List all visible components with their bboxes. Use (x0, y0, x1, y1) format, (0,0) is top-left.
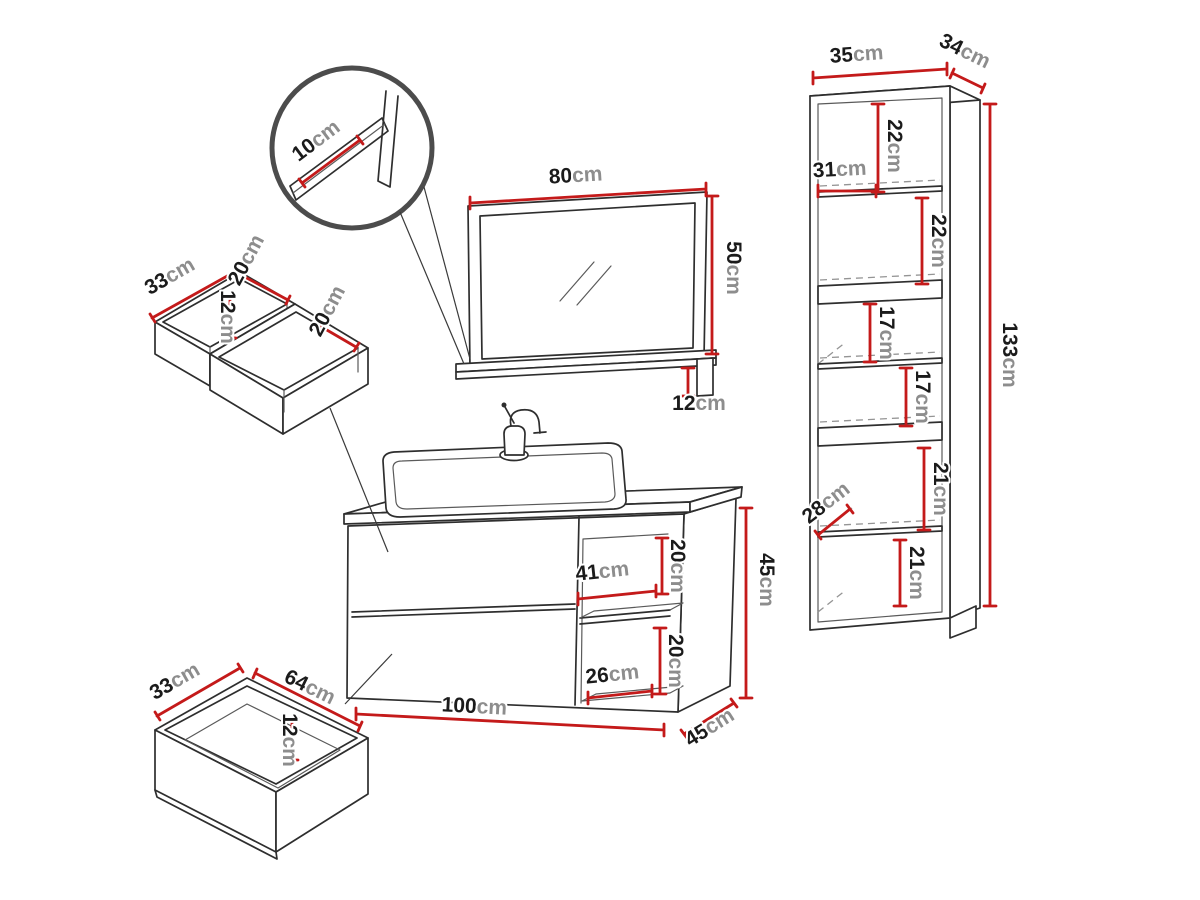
column-inner-frame (817, 97, 943, 623)
mirror (455, 191, 717, 397)
drawer-side-panel (275, 737, 369, 853)
drawer-height-label: 12cm (278, 713, 301, 767)
faucet-body (503, 425, 526, 456)
organizer-width-label: 20cm (304, 282, 350, 340)
mirror-shelf-detail (269, 65, 435, 231)
vanity-niche-frame (580, 533, 669, 704)
mirror-shelf-bracket (696, 357, 714, 397)
column-niche2-height-label: 22cm (927, 214, 950, 268)
column-niche4-height-label: 17cm (911, 370, 934, 424)
dim-line-column-133 (982, 102, 998, 608)
drawer (154, 677, 369, 860)
organizer-section-width-label: 20cm (223, 231, 269, 289)
dim-line-vanity-26 (586, 683, 654, 706)
drawer-organizer (154, 271, 369, 435)
column-height-label: 133cm (998, 322, 1021, 387)
column-depth-label: 34cm (936, 29, 994, 73)
column-base-foot (949, 605, 977, 639)
column-niche1-height-label: 22cm (883, 119, 906, 173)
dim-line-organizer-12 (222, 294, 238, 340)
vanity-niche-bottom-height-label: 20cm (664, 634, 687, 688)
dimension-lines (148, 61, 998, 762)
column-shelf-2 (817, 357, 943, 370)
vanity-height-label: 45cm (755, 553, 778, 607)
dim-line-column-21a (916, 446, 932, 532)
column-front-face (809, 85, 951, 631)
dim-line-column-21b (892, 538, 908, 608)
column-niche6-height-label: 21cm (905, 546, 928, 600)
dim-line-column-22b (914, 196, 930, 286)
dim-line-vanity-45h (738, 506, 754, 700)
dim-line-organizer-33 (148, 264, 243, 324)
column-band-1 (817, 279, 943, 305)
dim-line-vanity-100 (354, 706, 666, 738)
drawer-front-lip (154, 789, 278, 860)
column-inner-width-label: 31cm (812, 157, 867, 183)
mirror-width-label: 80cm (548, 162, 603, 188)
vanity-niche-top-height-label: 20cm (666, 539, 689, 593)
sink-basin-outer (382, 442, 627, 518)
drawer-inner-rim (164, 685, 358, 785)
column-side-face (949, 85, 981, 619)
dim-line-column-35 (811, 61, 949, 86)
drawer-leader (344, 653, 393, 705)
detail-leader-2 (423, 186, 471, 360)
organizer-length-label: 33cm (141, 253, 199, 300)
mirror-height-label: 50cm (722, 241, 745, 295)
column-band-2 (817, 421, 943, 447)
detail-shelf-slab (289, 117, 389, 201)
tall-cabinet (809, 85, 981, 639)
detail-shelf-inner-line (292, 123, 386, 194)
column-niche5-height-label: 21cm (929, 462, 952, 516)
dim-line-mirror-12 (680, 366, 696, 398)
vanity-cabinet (343, 402, 743, 713)
mirror-shelf-edge (455, 357, 717, 380)
dim-line-organizer-20a (239, 270, 292, 306)
dim-line-column-28 (813, 503, 855, 541)
vanity-niche-shelf (579, 609, 671, 625)
organizer-large-inner-corners (283, 347, 359, 413)
organizer-leader (329, 407, 389, 553)
dim-line-organizer-20b (316, 320, 361, 353)
dim-line-vanity-45d (679, 697, 739, 740)
vanity-shelf-width-label: 41cm (574, 557, 630, 585)
dim-line-column-34 (948, 67, 987, 95)
vanity-drawer-gap (351, 603, 576, 618)
detail-leader-1 (399, 211, 465, 365)
dim-line-column-17b (898, 366, 914, 428)
leader-lines (329, 186, 471, 705)
vanity-front-face (346, 513, 685, 713)
dim-line-drawer-33 (153, 662, 245, 722)
column-width-label: 35cm (829, 41, 884, 68)
drawer-floor (184, 703, 341, 789)
vanity-depth-label: 45cm (681, 704, 739, 752)
mirror-shine (559, 261, 612, 306)
vanity-counter-side-edge (689, 486, 743, 513)
mirror-shelf-height-label: 12cm (672, 392, 726, 415)
faucet-lever (504, 406, 515, 424)
vanity-niche-bottom-width-label: 26cm (584, 660, 640, 688)
dim-line-vanity-20b (652, 626, 668, 696)
mirror-glass (479, 202, 696, 360)
column-niche3-height-label: 17cm (875, 306, 898, 360)
dim-line-drawer-12 (284, 716, 300, 762)
faucet-lever-knob (501, 402, 507, 408)
sink-basin-inner (392, 452, 616, 510)
dim-line-detail-10 (297, 134, 365, 189)
organizer-height-label: 12cm (216, 290, 239, 344)
column-hidden-edges (819, 179, 941, 527)
dim-line-drawer-64 (251, 667, 364, 733)
dim-line-mirror-80 (468, 181, 708, 211)
vanity-niche-shelf-depth (579, 602, 684, 619)
dim-line-column-17a (862, 302, 878, 364)
dim-line-vanity-20a (654, 536, 670, 596)
vanity-width-label: 100cm (441, 693, 508, 719)
drawer-width-label: 33cm (146, 658, 204, 705)
vanity-divider (574, 516, 580, 706)
dim-line-column-22a (870, 102, 886, 194)
dim-line-mirror-50 (704, 194, 720, 356)
organizer-large-wall-right (282, 347, 369, 435)
